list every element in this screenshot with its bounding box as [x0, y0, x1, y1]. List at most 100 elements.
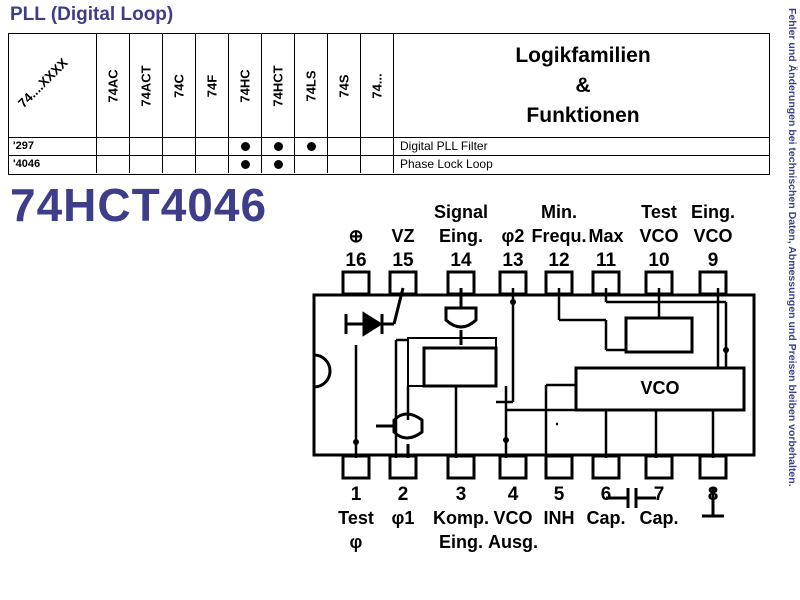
- family-label: 74S: [336, 73, 352, 98]
- pin-number: 7: [654, 484, 665, 505]
- pin-label: Cap.: [586, 508, 625, 528]
- family-header-74hc: 74HC: [229, 34, 262, 137]
- pin-label: INH: [544, 508, 575, 528]
- pin-label: Signal: [434, 202, 488, 222]
- availability-dot: [273, 142, 283, 151]
- family-cell: [295, 138, 328, 155]
- family-cell: [229, 156, 262, 173]
- availability-dot: [240, 142, 250, 151]
- logic-family-table: 74....XXXX 74AC 74ACT 74C 74F 74HC 74HCT 74LS 7…: [8, 33, 770, 175]
- pin-number: 3: [456, 484, 467, 505]
- family-cell: [262, 156, 295, 173]
- family-header-74ac: 74AC: [97, 34, 130, 137]
- family-cell: [361, 138, 394, 155]
- pin-3: [446, 454, 476, 480]
- pin-1: [341, 454, 371, 480]
- family-cell: [163, 156, 196, 173]
- pin-label: VCO: [639, 226, 678, 246]
- pin-number: 1: [351, 484, 362, 505]
- family-cell: [229, 138, 262, 155]
- family-cell: [97, 156, 130, 173]
- family-header-74ls: 74LS: [295, 34, 328, 137]
- family-cell: [328, 156, 361, 173]
- availability-dot: [240, 160, 250, 169]
- pin-2: [388, 454, 418, 480]
- comparator-inner-block: [407, 337, 497, 387]
- pin-number: 4: [508, 484, 519, 505]
- family-header-74hct: 74HCT: [262, 34, 295, 137]
- pin-label: Eing.: [439, 532, 483, 552]
- part-cell: '4046: [9, 156, 97, 173]
- pin-number: 2: [398, 484, 409, 505]
- family-label: 74LS: [303, 69, 319, 102]
- family-label: 74HC: [237, 68, 253, 103]
- disclaimer-note: Fehler und Änderungen bei technischen Da…: [786, 8, 798, 487]
- page-title: PLL (Digital Loop): [10, 4, 174, 25]
- pin-number: 9: [708, 250, 719, 271]
- pin-label: VCO: [493, 508, 532, 528]
- pin-label: Komp.: [433, 508, 489, 528]
- function-header-line2: &: [575, 73, 591, 97]
- family-cell: [163, 138, 196, 155]
- pin-16: [341, 270, 371, 296]
- vco-label: VCO: [640, 378, 679, 398]
- family-cell: [196, 156, 229, 173]
- family-header-74c: 74C: [163, 34, 196, 137]
- table-row: '297 Digital PLL Filter: [9, 137, 769, 155]
- family-header-74: 74...: [361, 34, 394, 137]
- ground-icon: [702, 488, 724, 518]
- input-amplifier-gate: [444, 288, 478, 345]
- family-label: 74AC: [105, 68, 121, 103]
- pin-4: [498, 454, 528, 480]
- zener-diode-icon: [344, 287, 405, 337]
- phase-comparator-block: [422, 346, 498, 388]
- family-label: 74F: [204, 74, 220, 97]
- pin-5: [544, 454, 574, 480]
- pin-number: 10: [648, 250, 669, 271]
- pin-label: ⊕: [348, 226, 363, 246]
- function-cell: Phase Lock Loop: [400, 157, 493, 171]
- family-cell: [361, 156, 394, 173]
- family-label: 74C: [171, 73, 187, 98]
- ic-notch: [313, 353, 332, 389]
- part-cell: '297: [9, 138, 97, 155]
- ic-body: [312, 293, 756, 457]
- family-label: 74...: [369, 72, 385, 99]
- capacitor-icon: [606, 488, 656, 508]
- pin-label: Frequ.: [531, 226, 586, 246]
- function-cell: Digital PLL Filter: [400, 139, 488, 153]
- pin-number: 13: [502, 250, 523, 271]
- family-label: 74ACT: [138, 64, 154, 107]
- pin-number: 6: [601, 484, 612, 505]
- xor-gate: [376, 412, 424, 458]
- pin-label: Test: [338, 508, 374, 528]
- part-number: 74HCT4046: [10, 179, 268, 231]
- pin-label: Min.: [541, 202, 577, 222]
- corner-label: 74....XXXX: [15, 55, 71, 111]
- pin-label: φ: [350, 532, 363, 552]
- family-cell: [97, 138, 130, 155]
- family-cell: [328, 138, 361, 155]
- pin-label: φ2: [502, 226, 525, 246]
- family-header-74act: 74ACT: [130, 34, 163, 137]
- pin-6: [591, 454, 621, 480]
- family-cell: [130, 156, 163, 173]
- internal-wiring: [354, 288, 728, 458]
- family-cell: [262, 138, 295, 155]
- pin-number: 15: [392, 250, 414, 271]
- availability-dot: [273, 160, 283, 169]
- function-header-line3: Funktionen: [526, 103, 640, 127]
- pin-label: Ausg.: [488, 532, 538, 552]
- pin-label: Eing.: [439, 226, 483, 246]
- function-header: Logikfamilien & Funktionen: [397, 34, 769, 137]
- pin-8: [698, 454, 728, 480]
- pin-label: VCO: [693, 226, 732, 246]
- pin-number: 11: [596, 250, 617, 271]
- ic-pinout-diagram: 16⊕15VZ14SignalEing.13φ212Min.Frequ.11Ma…: [312, 202, 756, 552]
- pin-label: φ1: [392, 508, 415, 528]
- pin-number: 12: [548, 250, 569, 271]
- pin-9: [698, 270, 728, 296]
- pin-label: Cap.: [639, 508, 678, 528]
- vco-block: [574, 366, 746, 412]
- pin-number: 5: [554, 484, 565, 505]
